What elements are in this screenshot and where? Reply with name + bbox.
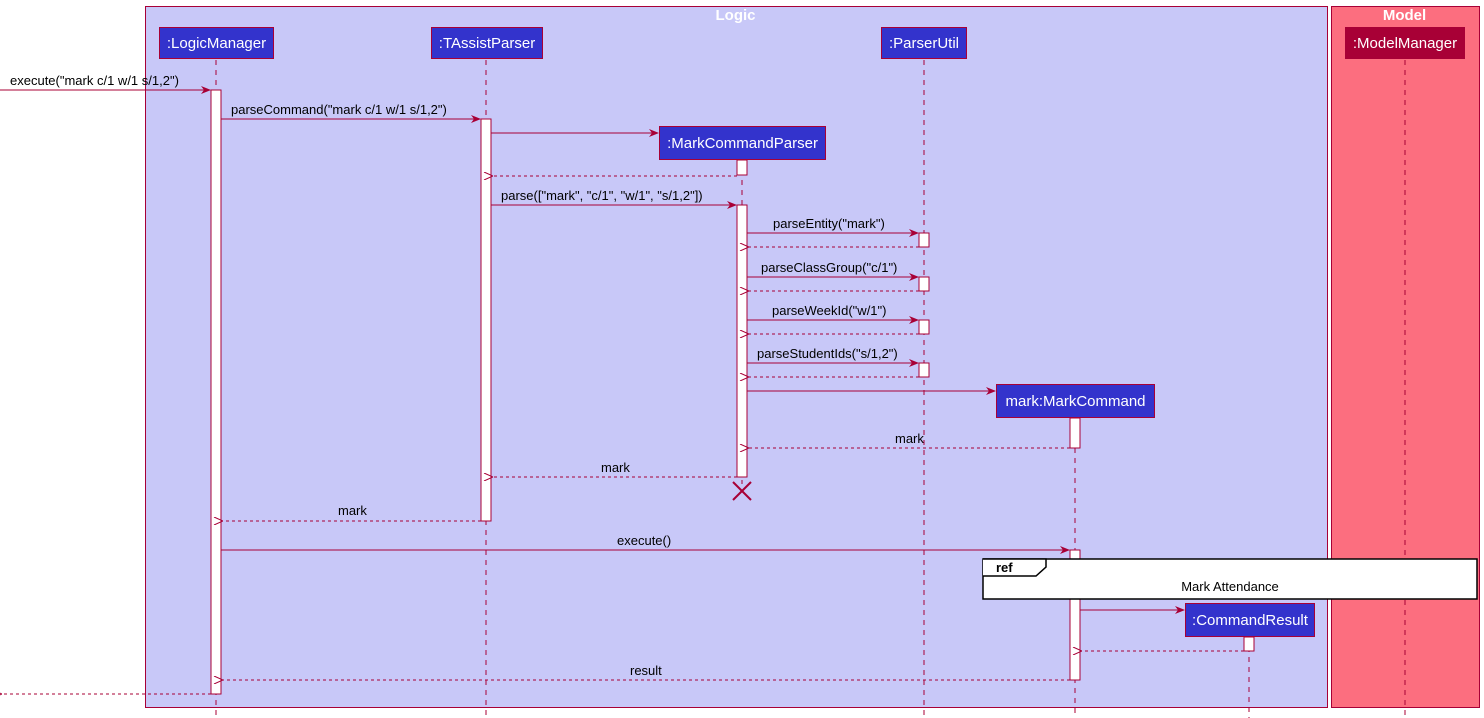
destroy-mark-command-parser <box>732 481 752 501</box>
participant-parser-util[interactable]: :ParserUtil <box>881 27 967 59</box>
activation-command-result <box>1243 636 1255 652</box>
activation-parser-util-2 <box>918 276 930 292</box>
ref-tag: ref <box>996 560 1013 575</box>
activation-logic-manager <box>210 89 222 695</box>
ref-frame-tab <box>983 558 1047 577</box>
model-group-title: Model <box>1382 7 1427 24</box>
label-result: result <box>630 663 662 678</box>
activation-parser-util-3 <box>918 319 930 335</box>
label-execute-mark: execute("mark c/1 w/1 s/1,2") <box>10 73 179 88</box>
activation-tassist-parser <box>480 118 492 522</box>
participant-command-result[interactable]: :CommandResult <box>1185 603 1315 637</box>
activation-mcp-parse <box>736 204 748 478</box>
participant-mark-command-parser[interactable]: :MarkCommandParser <box>659 126 826 160</box>
activation-parser-util-1 <box>918 232 930 248</box>
label-execute: execute() <box>617 533 672 548</box>
label-parse-command: parseCommand("mark c/1 w/1 s/1,2") <box>231 102 447 117</box>
label-parse-student-ids: parseStudentIds("s/1,2") <box>757 346 898 361</box>
label-return-mark-1: mark <box>895 431 924 446</box>
logic-group-title: Logic <box>715 7 756 24</box>
ref-frame <box>982 558 1478 600</box>
participant-tassist-parser[interactable]: :TAssistParser <box>431 27 543 59</box>
label-parse-class-group: parseClassGroup("c/1") <box>761 260 898 275</box>
label-return-mark-3: mark <box>338 503 367 518</box>
label-parse-week-id: parseWeekId("w/1") <box>772 303 887 318</box>
activation-mark-command-constructor <box>1069 417 1081 449</box>
label-parse-args: parse(["mark", "c/1", "w/1", "s/1,2"]) <box>501 188 703 203</box>
label-return-mark-2: mark <box>601 460 630 475</box>
activation-parser-util-4 <box>918 362 930 378</box>
activation-mcp-constructor <box>736 159 748 176</box>
participant-logic-manager[interactable]: :LogicManager <box>159 27 274 59</box>
participant-model-manager[interactable]: :ModelManager <box>1345 27 1465 59</box>
label-parse-entity: parseEntity("mark") <box>773 216 885 231</box>
ref-label: Mark Attendance <box>1181 579 1279 594</box>
participant-mark-command[interactable]: mark:MarkCommand <box>996 384 1155 418</box>
activation-mark-command-execute <box>1069 549 1081 681</box>
